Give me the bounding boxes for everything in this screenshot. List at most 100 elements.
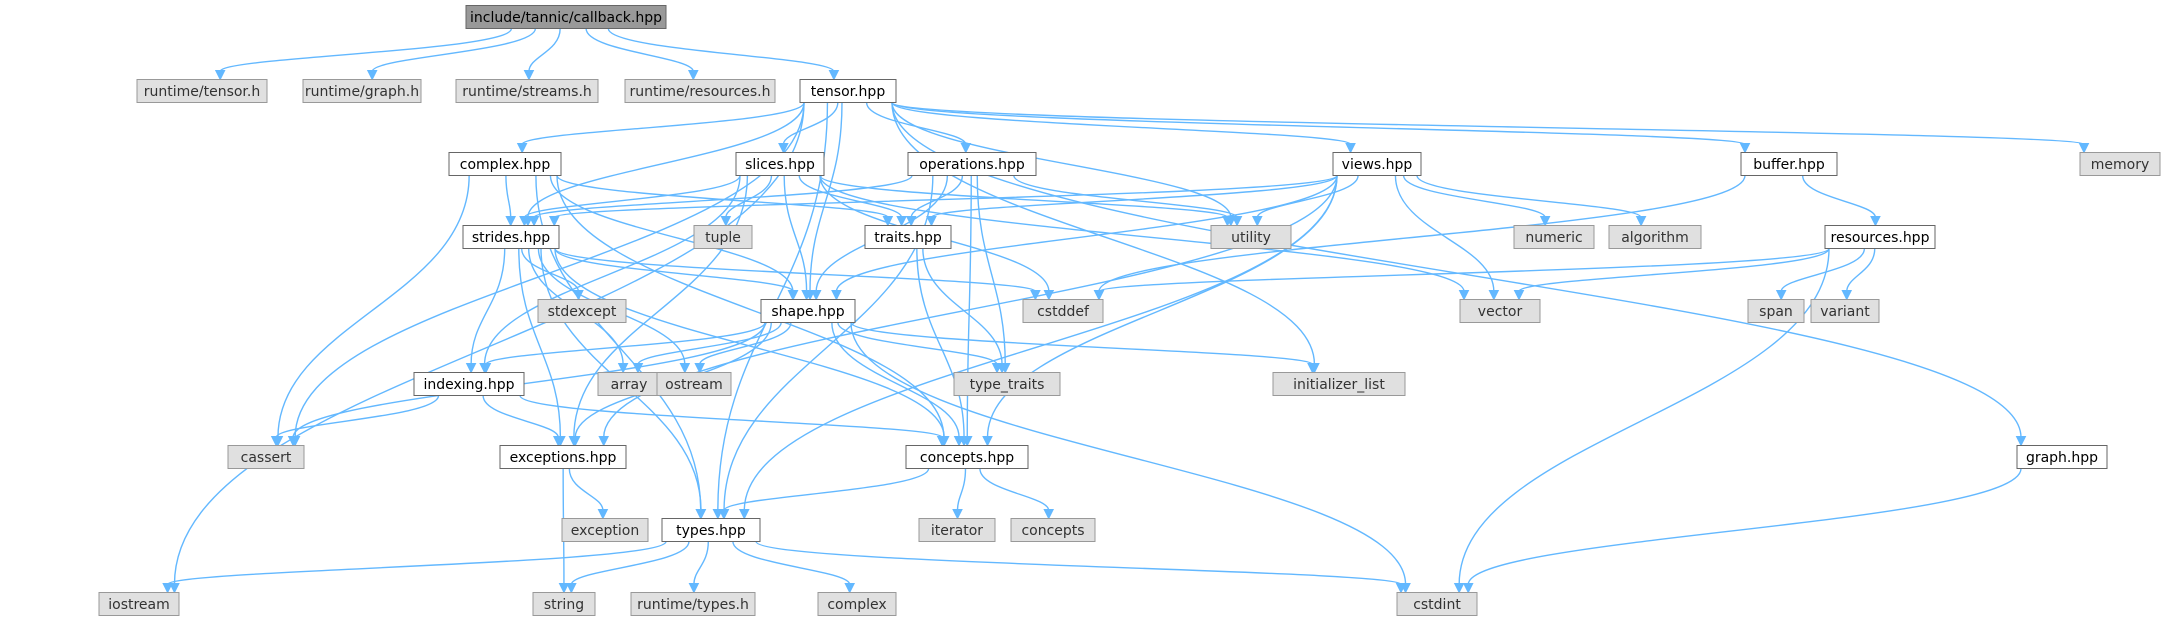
edge-line — [637, 322, 782, 365]
edge-line — [891, 101, 2085, 146]
node-label: vector — [1478, 304, 1523, 320]
edge-line — [916, 248, 965, 438]
node-type-traits: type_traits — [953, 372, 1061, 396]
node-types[interactable]: types.hpp — [661, 518, 761, 542]
edge-line — [1846, 248, 1876, 292]
edge-line — [483, 175, 741, 365]
node-label: tensor.hpp — [811, 84, 886, 100]
node-concepts-hpp[interactable]: concepts.hpp — [905, 445, 1029, 469]
node-box — [918, 518, 996, 542]
node-label: numeric — [1525, 230, 1582, 246]
node-label: indexing.hpp — [423, 377, 514, 393]
node-label: exception — [571, 523, 639, 539]
edge-line — [930, 174, 1338, 219]
edge-operations-to-strides — [528, 174, 913, 227]
edge-line — [743, 175, 1338, 511]
edge-shape-to-concepts_hpp — [831, 322, 965, 447]
node-complex-hpp[interactable]: complex.hpp — [448, 152, 562, 176]
edge-concepts_hpp-to-iterator — [952, 468, 967, 520]
edge-arrowhead — [960, 143, 972, 154]
node-graph-hpp[interactable]: graph.hpp — [2016, 445, 2108, 469]
edge-tensor-to-slices — [778, 102, 839, 154]
edge-types-to-runtime_types — [688, 541, 709, 594]
edge-line — [819, 175, 1465, 292]
edge-indexing-to-concepts_hpp — [519, 394, 948, 447]
edge-arrowhead — [617, 363, 629, 374]
node-shape[interactable]: shape.hpp — [760, 299, 856, 323]
edge-arrowhead — [366, 70, 378, 81]
node-views[interactable]: views.hpp — [1332, 152, 1422, 176]
edge-slices-to-tuple — [720, 175, 773, 227]
edge-arrowhead — [695, 509, 707, 520]
edge-arrowhead — [828, 70, 840, 81]
node-resources[interactable]: resources.hpp — [1824, 225, 1936, 249]
edge-arrowhead — [598, 436, 610, 447]
edge-arrowhead — [720, 216, 732, 227]
node-complex: complex — [817, 592, 897, 616]
node-traits[interactable]: traits.hpp — [864, 225, 952, 249]
edge-line — [922, 248, 1003, 365]
node-box — [1608, 225, 1702, 249]
edge-line — [603, 175, 1338, 438]
node-indexing[interactable]: indexing.hpp — [413, 372, 525, 396]
node-box — [448, 152, 562, 176]
node-box — [561, 518, 649, 542]
node-tensor[interactable]: tensor.hpp — [799, 79, 897, 103]
node-box — [413, 372, 525, 396]
node-ostream: ostream — [656, 372, 732, 396]
edge-line — [1467, 468, 2022, 585]
edge-arrowhead — [982, 436, 993, 447]
edge-arrowhead — [1395, 583, 1407, 594]
node-runtime-streams: runtime/streams.h — [455, 79, 599, 103]
edge-line — [891, 102, 1232, 218]
edge-arrowhead — [953, 436, 965, 447]
node-operations[interactable]: operations.hpp — [907, 152, 1037, 176]
edge-arrowhead — [2015, 436, 2027, 447]
node-box — [1210, 225, 1292, 249]
edge-arrowhead — [270, 436, 282, 447]
node-cstdint: cstdint — [1396, 592, 1478, 616]
node-label: shape.hpp — [771, 304, 844, 320]
edge-line — [505, 175, 512, 218]
edge-line — [835, 175, 1338, 292]
dependency-nodes: include/tannic/callback.hppruntime/tenso… — [98, 5, 2161, 616]
edge-line — [1098, 175, 1746, 292]
node-exception: exception — [561, 518, 649, 542]
edge-line — [527, 102, 805, 218]
edge-arrowhead — [688, 583, 700, 594]
node-box — [499, 445, 627, 469]
node-string: string — [532, 592, 596, 616]
node-label: algorithm — [1621, 230, 1689, 246]
node-box — [760, 299, 856, 323]
edge-root-to-runtime_streams — [523, 28, 561, 81]
edge-arrowhead — [169, 583, 180, 594]
node-strides[interactable]: strides.hpp — [462, 225, 560, 249]
node-algorithm: algorithm — [1608, 225, 1702, 249]
edge-line — [966, 175, 972, 438]
edge-line — [1780, 248, 1866, 292]
node-label: array — [611, 377, 648, 393]
edge-arrowhead — [519, 216, 530, 227]
node-label: slices.hpp — [745, 157, 815, 173]
edge-views-to-shape — [831, 175, 1338, 301]
edge-root-to-runtime_tensor — [214, 28, 513, 81]
node-label: graph.hpp — [2026, 450, 2098, 466]
edge-tensor-to-memory — [891, 101, 2090, 154]
edge-line — [523, 175, 741, 219]
node-root[interactable]: include/tannic/callback.hpp — [465, 5, 667, 29]
edge-shape-to-indexing — [480, 322, 766, 374]
node-exceptions[interactable]: exceptions.hpp — [499, 445, 627, 469]
node-runtime-graph: runtime/graph.h — [302, 79, 422, 103]
edge-line — [554, 248, 794, 293]
edge-arrowhead — [480, 363, 492, 374]
edge-arrowhead — [558, 583, 570, 594]
edge-line — [891, 101, 1746, 146]
node-slices[interactable]: slices.hpp — [735, 152, 825, 176]
edge-line — [819, 174, 1229, 219]
node-box — [1747, 299, 1805, 323]
edge-arrowhead — [936, 436, 948, 447]
node-label: concepts.hpp — [920, 450, 1014, 466]
node-utility: utility — [1210, 225, 1292, 249]
edge-exceptions-to-exception — [568, 468, 609, 520]
node-buffer[interactable]: buffer.hpp — [1740, 152, 1838, 176]
